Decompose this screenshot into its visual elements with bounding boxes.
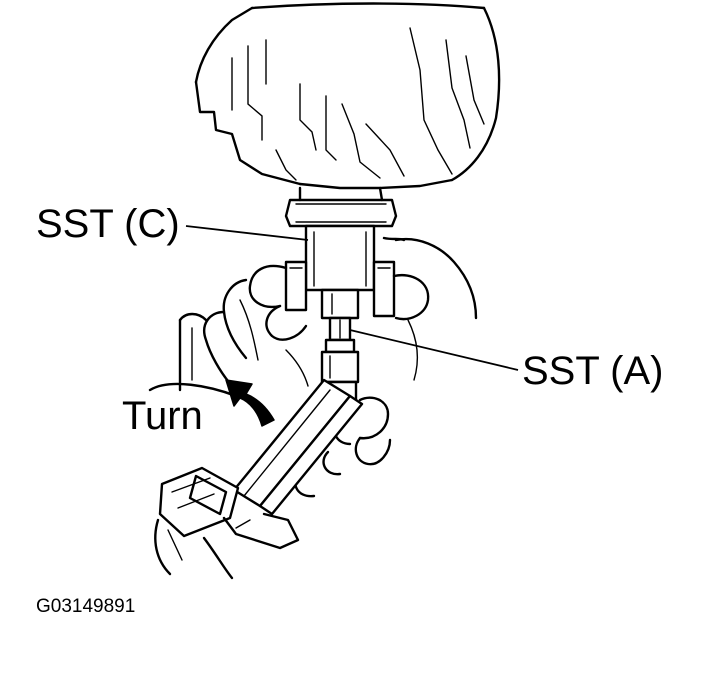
label-turn: Turn	[122, 394, 203, 438]
operator-hands	[148, 236, 478, 498]
curved-arrow-up-left-icon	[225, 379, 275, 427]
torque-wrench	[158, 378, 364, 550]
label-sst-a: SST (A)	[522, 349, 664, 393]
leader-line-sst-a	[349, 329, 519, 371]
workpiece-outline	[154, 518, 234, 580]
leader-line-sst-c	[185, 225, 309, 241]
sst-a-bit	[320, 316, 360, 384]
sst-c-socket	[304, 224, 376, 320]
holding-bracket	[284, 260, 396, 318]
figure-id: G03149891	[36, 596, 136, 617]
spindle-housing	[194, 2, 501, 190]
spindle-collar	[284, 186, 398, 228]
label-sst-c: SST (C)	[36, 202, 180, 246]
